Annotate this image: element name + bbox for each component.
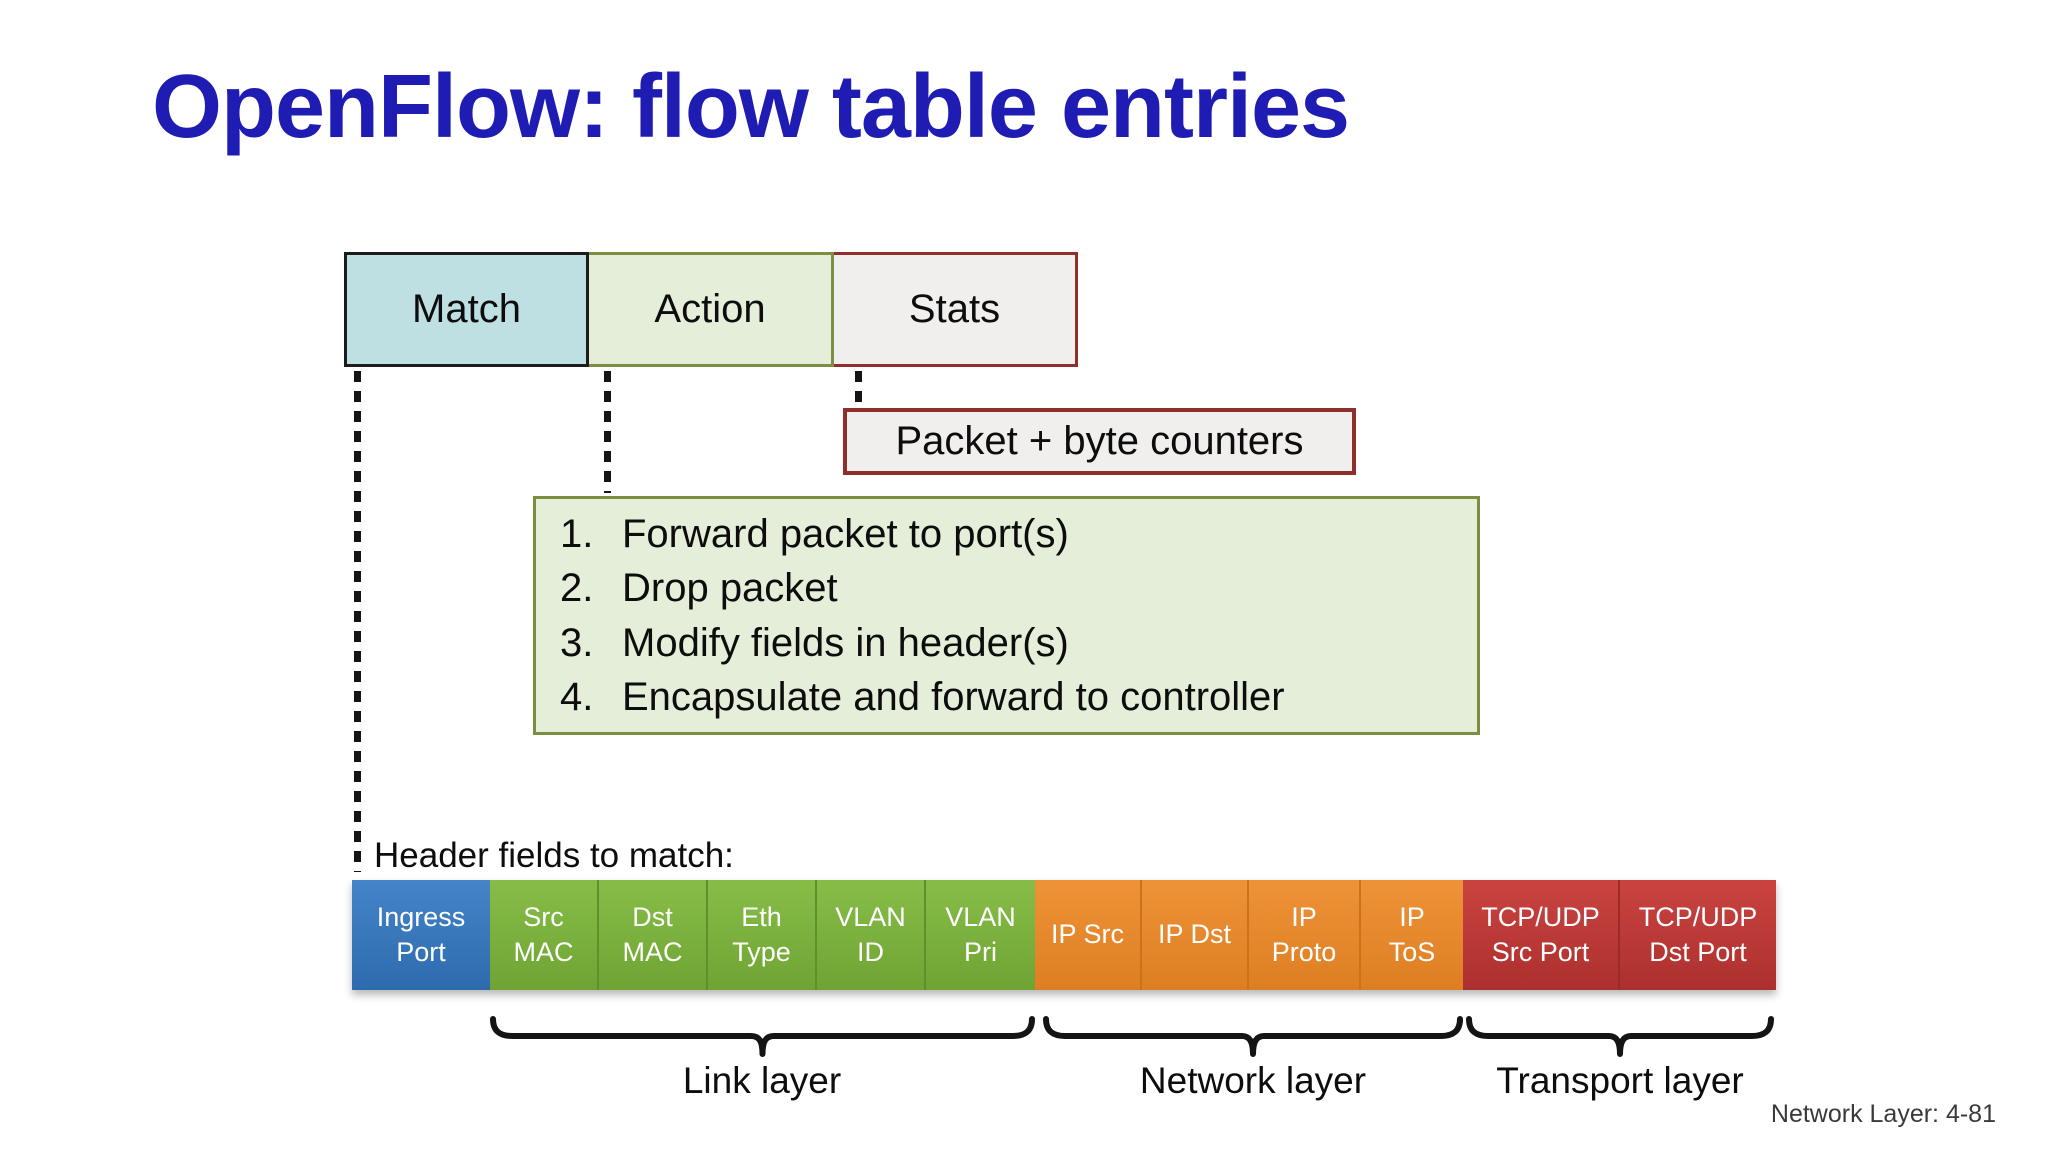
field-label-line: TCP/UDP <box>1481 901 1600 932</box>
field-tcpudp-src-port: TCP/UDP Src Port <box>1463 880 1620 990</box>
field-label-line: ID <box>857 937 884 967</box>
transport-layer-label: Transport layer <box>1496 1060 1744 1101</box>
field-label-line: ToS <box>1388 937 1436 967</box>
field-vlan-id: VLAN ID <box>817 880 926 990</box>
action-label: Action <box>654 287 766 331</box>
action-box: Action <box>586 252 834 367</box>
field-label-line: Ingress <box>376 901 466 932</box>
action-item: 3. Modify fields in header(s) <box>560 621 1467 665</box>
field-label-line: Eth <box>741 901 782 932</box>
field-ingress-port: Ingress Port <box>352 880 490 990</box>
field-label-line: Dst Port <box>1649 937 1747 967</box>
action-item-number: 4. <box>560 674 594 719</box>
slide-footer: Network Layer: 4-81 <box>1770 1100 1996 1128</box>
action-item-text: Forward packet to port(s) <box>622 512 1069 557</box>
field-src-mac: Src MAC <box>490 880 599 990</box>
network-layer-label: Network layer <box>1139 1060 1367 1101</box>
match-label: Match <box>412 287 521 331</box>
field-label-line: Pri <box>964 937 997 967</box>
action-item-number: 1. <box>560 512 594 557</box>
field-label-line: VLAN <box>835 901 906 932</box>
action-item-text: Drop packet <box>622 566 838 611</box>
field-ip-src: IP Src <box>1035 880 1142 990</box>
stats-box: Stats <box>831 252 1078 367</box>
field-label-line: VLAN <box>945 901 1016 932</box>
field-eth-type: Eth Type <box>708 880 817 990</box>
dotted-connector-action <box>604 371 611 493</box>
action-item: 1. Forward packet to port(s) <box>560 512 1467 556</box>
action-item-number: 3. <box>560 620 594 665</box>
field-label-line: IP <box>1399 901 1425 932</box>
dotted-connector-match <box>354 371 361 872</box>
field-ip-dst: IP Dst <box>1142 880 1249 990</box>
link-layer-brace <box>490 1016 1035 1060</box>
match-box: Match <box>344 252 589 367</box>
transport-layer-brace <box>1466 1016 1774 1060</box>
field-ip-tos: IP ToS <box>1361 880 1463 990</box>
field-label-line: IP Dst <box>1157 919 1232 950</box>
field-label-line: MAC <box>513 937 574 967</box>
actions-list-box: 1. Forward packet to port(s) 2. Drop pac… <box>533 496 1480 735</box>
action-item: 4. Encapsulate and forward to controller <box>560 675 1467 719</box>
field-dst-mac: Dst MAC <box>599 880 708 990</box>
dotted-connector-stats <box>855 371 862 405</box>
action-item-number: 2. <box>560 566 594 611</box>
network-layer-brace <box>1043 1016 1463 1060</box>
page-title: OpenFlow: flow table entries <box>152 57 1350 157</box>
field-label-line: TCP/UDP <box>1638 901 1758 932</box>
packet-byte-counters-label: Packet + byte counters <box>895 419 1304 463</box>
field-label-line: IP Src <box>1050 919 1125 950</box>
header-fields-row: Ingress Port Src MAC Dst MAC Eth Type VL… <box>352 880 1776 990</box>
field-label-line: Type <box>732 937 791 967</box>
field-label-line: Dst <box>632 901 673 932</box>
field-label-line: Port <box>396 937 446 967</box>
stats-label: Stats <box>908 287 1001 331</box>
action-item-text: Modify fields in header(s) <box>622 620 1069 665</box>
header-fields-heading: Header fields to match: <box>374 836 734 875</box>
field-label-line: IP <box>1291 901 1317 932</box>
field-tcpudp-dst-port: TCP/UDP Dst Port <box>1620 880 1776 990</box>
field-label-line: Src <box>523 901 564 932</box>
field-label-line: MAC <box>622 937 683 967</box>
field-label-line: Src Port <box>1491 937 1590 967</box>
packet-byte-counters-box: Packet + byte counters <box>843 408 1356 475</box>
field-vlan-pri: VLAN Pri <box>926 880 1035 990</box>
field-ip-proto: IP Proto <box>1249 880 1361 990</box>
field-label-line: Proto <box>1271 937 1337 967</box>
action-item: 2. Drop packet <box>560 566 1467 610</box>
action-item-text: Encapsulate and forward to controller <box>622 674 1285 719</box>
link-layer-label: Link layer <box>682 1060 842 1101</box>
